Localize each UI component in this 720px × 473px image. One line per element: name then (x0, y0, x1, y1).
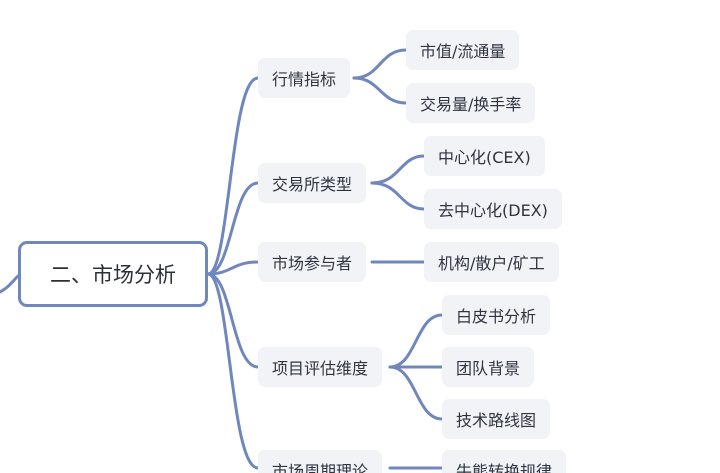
leaf-node-1-2[interactable]: 交易量/换手率 (406, 83, 536, 123)
leaf-node-4-1[interactable]: 白皮书分析 (442, 295, 551, 335)
connector-branch-1-child-2 (352, 76, 408, 105)
branch-node-1[interactable]: 行情指标 (258, 58, 351, 98)
connector-root-branch-3 (206, 260, 260, 276)
connector-branch-2-child-2 (370, 181, 426, 211)
leaf-node-1-1[interactable]: 市值/流通量 (406, 30, 520, 70)
connector-branch-2-child-1 (370, 154, 426, 185)
root-left-connector (0, 274, 20, 294)
leaf-node-5-1[interactable]: 牛熊转换规律 (442, 450, 567, 473)
branch-node-3[interactable]: 市场参与者 (258, 242, 367, 282)
connector-root-branch-2 (206, 181, 260, 276)
leaf-node-2-1[interactable]: 中心化(CEX) (424, 136, 545, 176)
connector-root-branch-4 (206, 272, 260, 369)
connector-root-branch-5 (206, 272, 260, 470)
connector-branch-4-child-1 (388, 313, 444, 369)
branch-node-2[interactable]: 交易所类型 (258, 163, 367, 203)
connector-branch-1-child-1 (352, 48, 408, 80)
connector-branch-4-child-3 (388, 365, 444, 421)
root-node[interactable]: 二、市场分析 (18, 241, 208, 307)
leaf-node-4-2[interactable]: 团队背景 (442, 347, 535, 387)
connector-root-branch-1 (206, 76, 260, 276)
leaf-node-3-1[interactable]: 机构/散户/矿工 (424, 242, 559, 282)
leaf-node-2-2[interactable]: 去中心化(DEX) (424, 189, 562, 229)
branch-node-5[interactable]: 市场周期理论 (258, 450, 383, 473)
branch-node-4[interactable]: 项目评估维度 (258, 347, 383, 387)
leaf-node-4-3[interactable]: 技术路线图 (442, 399, 551, 439)
